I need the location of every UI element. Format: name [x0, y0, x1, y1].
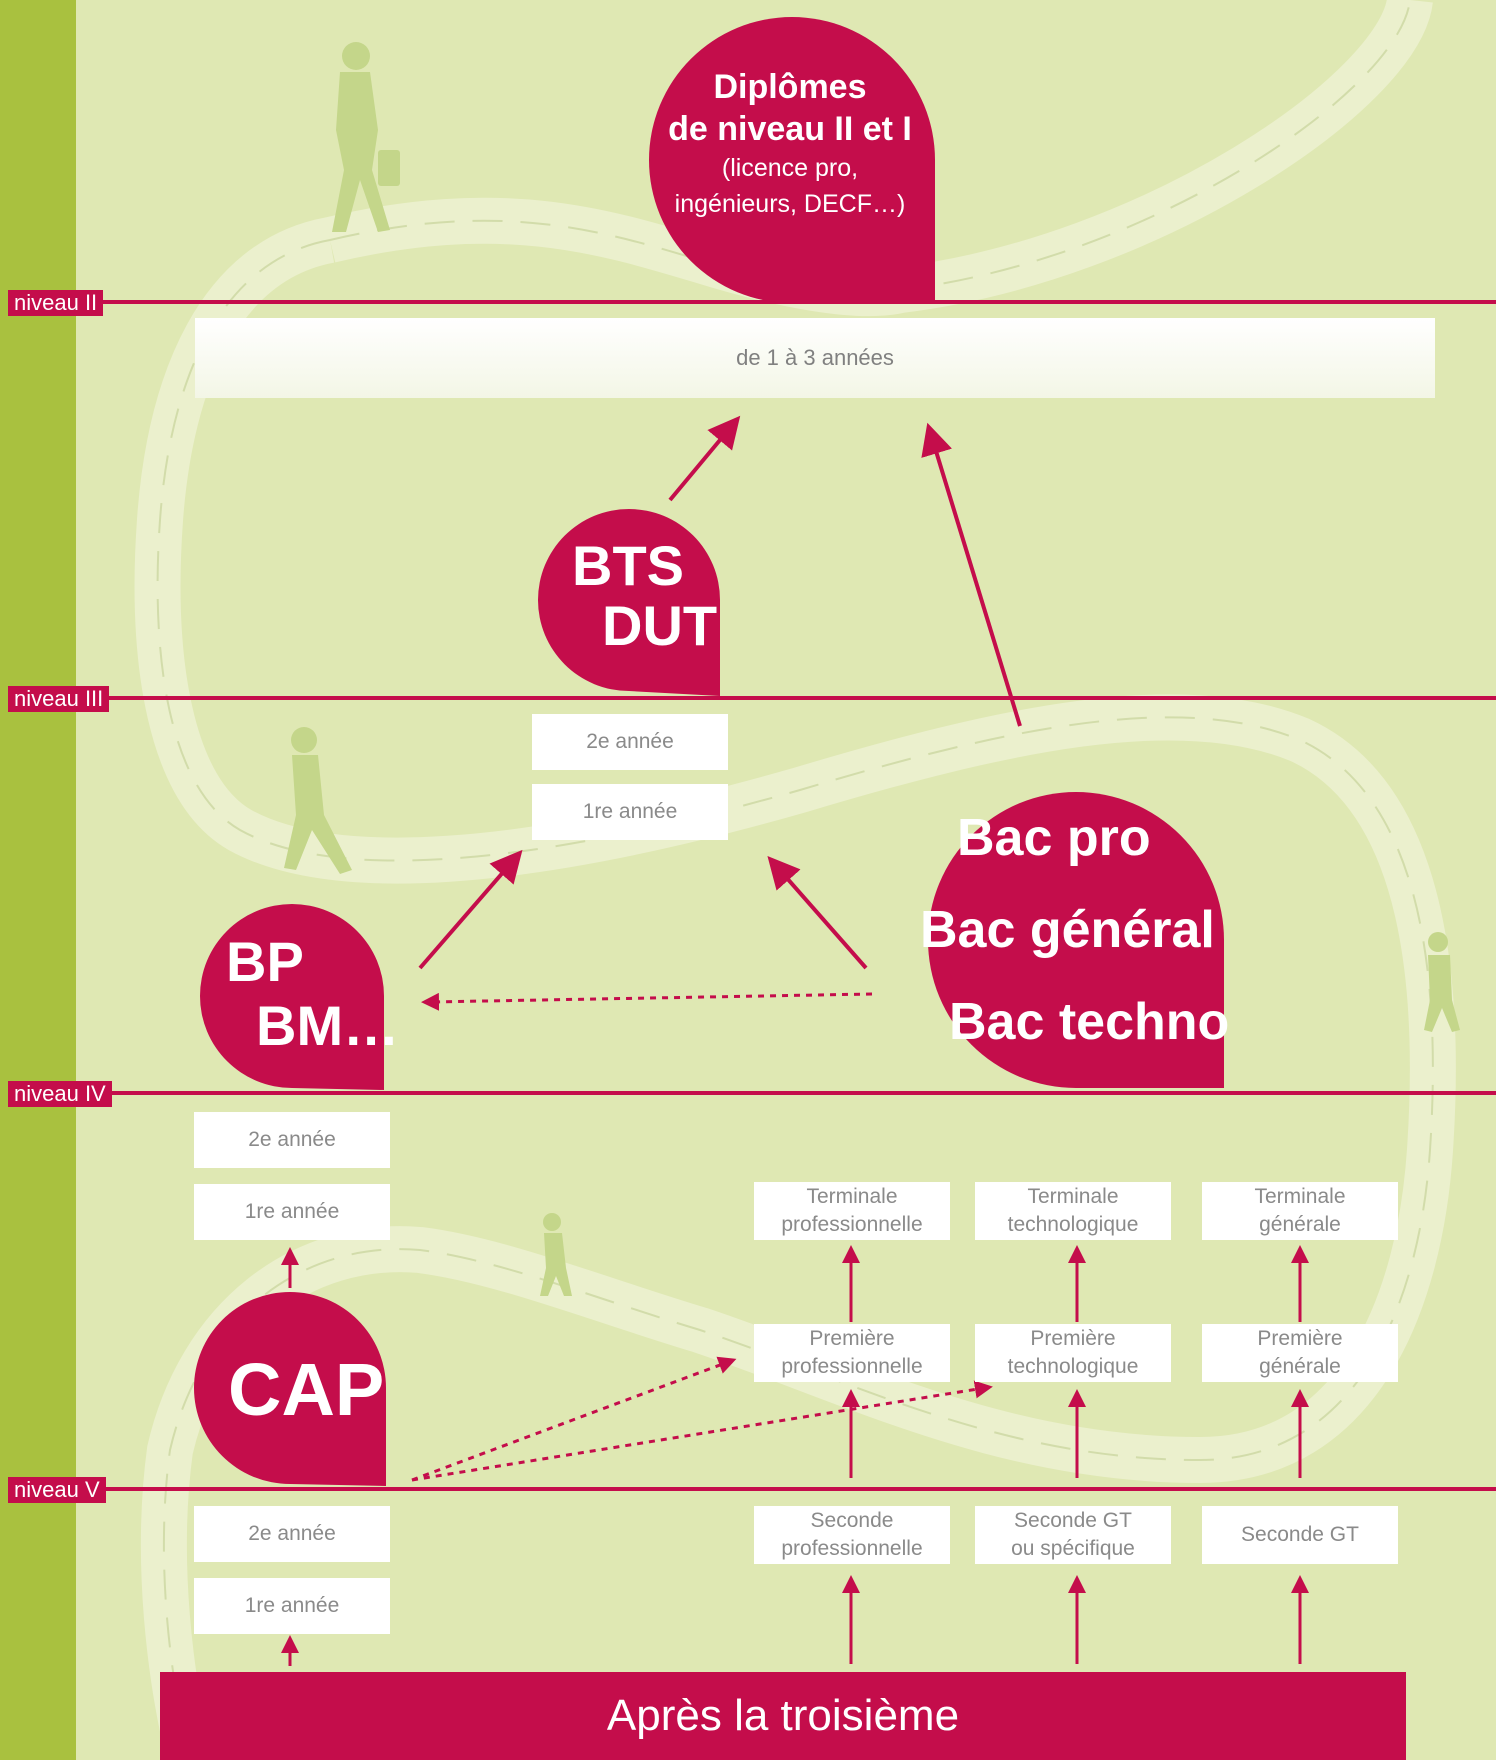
bubble-cap	[194, 1292, 386, 1486]
box-premiere-gen: Première générale	[1202, 1324, 1398, 1382]
prem-gen-line2: générale	[1259, 1355, 1341, 1378]
diplomes-line2: de niveau II et I	[668, 110, 912, 148]
level-line-iii	[76, 696, 1496, 700]
bac-line2: Bac général	[920, 901, 1215, 959]
box-seconde-gt: Seconde GT	[1202, 1506, 1398, 1564]
sec-pro-line2: professionnelle	[781, 1537, 923, 1560]
walking-woman-icon	[332, 42, 400, 232]
level-label-ii: niveau II	[8, 290, 104, 316]
level-line-v	[76, 1487, 1496, 1491]
bp-year-1: 1re année	[194, 1184, 390, 1240]
bts-label: BTS DUT	[572, 536, 717, 656]
box-terminale-gen: Terminale générale	[1202, 1182, 1398, 1240]
box-premiere-techno: Première technologique	[975, 1324, 1171, 1382]
arrow-bts-up	[668, 415, 741, 502]
bac-label: Bac pro Bac général Bac techno	[920, 792, 1229, 1068]
footer-banner: Après la troisième	[160, 1672, 1406, 1760]
walking-man-icon	[284, 727, 352, 874]
diplomes-line1: Diplômes	[713, 68, 867, 106]
bts-line2: DUT	[602, 594, 718, 657]
box-seconde-pro: Seconde professionnelle	[754, 1506, 950, 1564]
bts-line1: BTS	[572, 534, 684, 597]
bubble-bac	[928, 792, 1224, 1088]
prem-gen-line1: Première	[1257, 1327, 1343, 1350]
sec-pro-line1: Seconde	[810, 1509, 894, 1532]
duration-band: de 1 à 3 années	[195, 318, 1435, 398]
term-techno-line1: Terminale	[1027, 1185, 1119, 1208]
bac-line1: Bac pro	[957, 809, 1151, 867]
cap-label: CAP	[228, 1348, 385, 1431]
bp-year-2: 2e année	[194, 1112, 390, 1168]
term-techno-line2: technologique	[1007, 1213, 1139, 1236]
arrow-bp-to-bts	[418, 849, 523, 970]
walking-figure-icon	[1424, 932, 1460, 1032]
arrow-bac-up	[921, 422, 1022, 727]
diplomes-title: Diplômes de niveau II et I (licence pro,…	[650, 66, 930, 222]
sec-gt-spec-line2: ou spécifique	[1011, 1537, 1135, 1560]
term-gen-line2: générale	[1259, 1213, 1341, 1236]
level-label-v: niveau V	[8, 1477, 106, 1503]
term-gen-line1: Terminale	[1254, 1185, 1346, 1208]
arrow-cap-to-prem-pro	[411, 1356, 737, 1482]
bp-line2: BM…	[256, 994, 400, 1057]
arrow-cap-to-prem-techno	[411, 1380, 993, 1482]
arrow-bac-to-bp	[421, 992, 873, 1011]
arrow-bac-to-bts	[767, 855, 868, 970]
bts-year-2: 2e année	[532, 714, 728, 770]
bubble-bts	[538, 509, 720, 696]
bts-year-1: 1re année	[532, 784, 728, 840]
prem-pro-line1: Première	[809, 1327, 895, 1350]
box-terminale-pro: Terminale professionnelle	[754, 1182, 950, 1240]
cap-year-1: 1re année	[194, 1578, 390, 1634]
walking-child-icon	[540, 1213, 572, 1296]
bubble-diplomes	[649, 17, 935, 303]
level-line-iv	[76, 1091, 1496, 1095]
diplomes-line3: (licence pro,	[721, 154, 859, 182]
prem-pro-line2: professionnelle	[781, 1355, 923, 1378]
bp-label: BP BM…	[226, 930, 399, 1058]
prem-techno-line1: Première	[1030, 1327, 1116, 1350]
cap-year-2: 2e année	[194, 1506, 390, 1562]
box-premiere-pro: Première professionnelle	[754, 1324, 950, 1382]
bac-line3: Bac techno	[949, 993, 1230, 1051]
bp-line1: BP	[226, 930, 304, 993]
box-terminale-techno: Terminale technologique	[975, 1182, 1171, 1240]
level-label-iii: niveau III	[8, 686, 110, 712]
level-label-iv: niveau IV	[8, 1081, 112, 1107]
diplomes-line4: ingénieurs, DECF…)	[674, 190, 906, 218]
term-pro-line2: professionnelle	[781, 1213, 923, 1236]
box-seconde-gt-spec: Seconde GT ou spécifique	[975, 1506, 1171, 1564]
prem-techno-line2: technologique	[1007, 1355, 1139, 1378]
term-pro-line1: Terminale	[806, 1185, 898, 1208]
bubble-bp	[200, 904, 384, 1090]
sec-gt-spec-line1: Seconde GT	[1014, 1509, 1132, 1532]
